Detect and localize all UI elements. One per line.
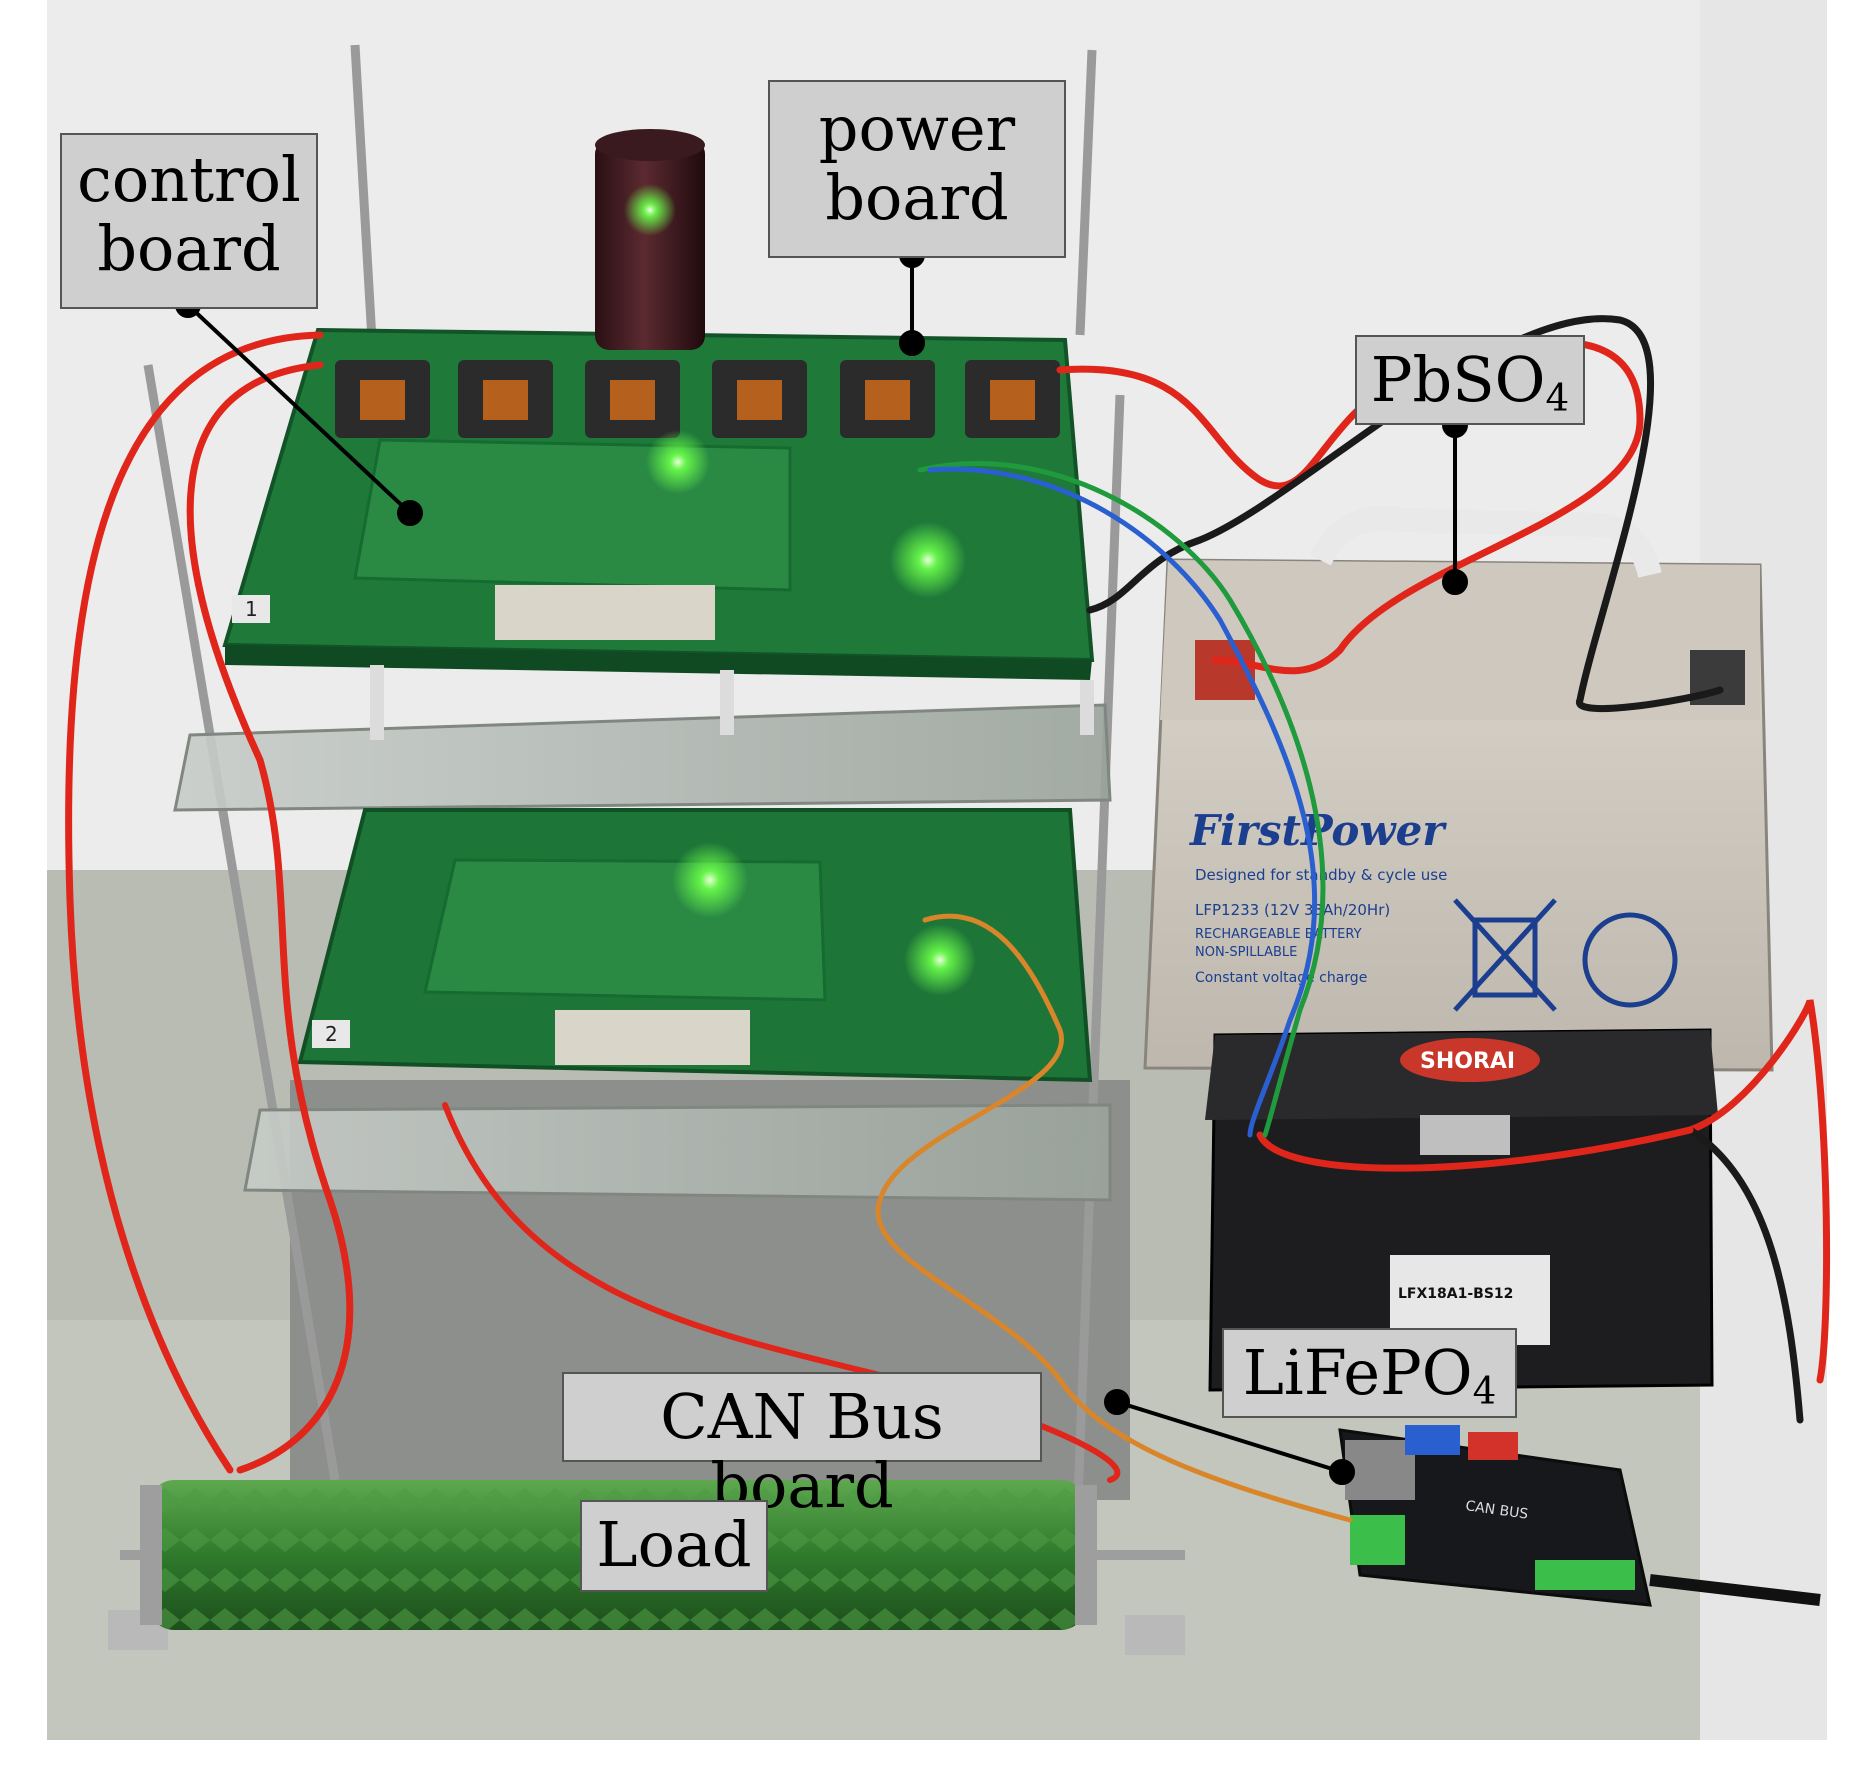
crossed-bin-icon — [1453, 898, 1557, 1012]
recycle-icon — [1582, 912, 1678, 1008]
lfp-model: LFX18A1-BS12 — [1398, 1286, 1513, 1302]
label-load: Load — [580, 1500, 768, 1592]
connector-top — [495, 585, 715, 640]
board-number-bottom: 2 — [325, 1022, 338, 1046]
board-number-tag-top — [232, 595, 270, 623]
connector-bottom — [555, 1010, 750, 1065]
label-control-board-line2: board — [97, 212, 281, 286]
acrylic-plate-lower — [243, 1103, 1112, 1202]
label-control-board: control board — [60, 133, 318, 309]
capacitor-top — [595, 129, 705, 161]
label-pbso4-text: PbSO4 — [1370, 343, 1570, 420]
power-board-edge — [225, 645, 1092, 680]
board-number-tag-bottom — [312, 1020, 350, 1048]
acrylic-plate-upper — [173, 703, 1112, 812]
label-load-text: Load — [596, 1508, 752, 1581]
battery-desc2: NON-SPILLABLE — [1195, 945, 1297, 960]
electrolytic-capacitor — [595, 140, 705, 350]
label-power-board: power board — [768, 80, 1066, 258]
lead-acid-battery: FirstPower Designed for standby & cycle … — [1143, 506, 1774, 1072]
label-can-bus-board-text: CAN Bus board — [660, 1380, 944, 1523]
inductors — [335, 360, 1060, 438]
label-pbso4: PbSO4 — [1355, 335, 1585, 425]
battery-model: LFP1233 (12V 33Ah/20Hr) — [1195, 901, 1390, 919]
label-can-bus-board: CAN Bus board — [562, 1372, 1042, 1521]
battery-desc1: RECHARGEABLE BATTERY — [1195, 927, 1362, 942]
threaded-rods — [143, 44, 1125, 1501]
label-control-board-line1: control — [77, 143, 301, 216]
lifepo4-battery: SHORAI LFX18A1-BS12 — [1205, 1028, 1718, 1392]
label-lifepo4-text: LiFePO4 — [1242, 1336, 1497, 1413]
second-control-pcb — [423, 858, 827, 1002]
spacer-standoffs — [370, 665, 1094, 740]
wires — [65, 315, 1831, 1523]
led-glows — [624, 184, 976, 996]
label-power-board-line2: board — [825, 161, 1009, 235]
can-bus-board-hardware: CAN BUS — [1338, 1425, 1821, 1607]
battery-charge: Constant voltage charge — [1195, 970, 1367, 986]
board-number-top: 1 — [245, 597, 258, 621]
label-power-board-line1: power — [818, 92, 1016, 165]
label-lifepo4: LiFePO4 — [1222, 1328, 1517, 1418]
lfp-brand: SHORAI — [1420, 1049, 1515, 1074]
